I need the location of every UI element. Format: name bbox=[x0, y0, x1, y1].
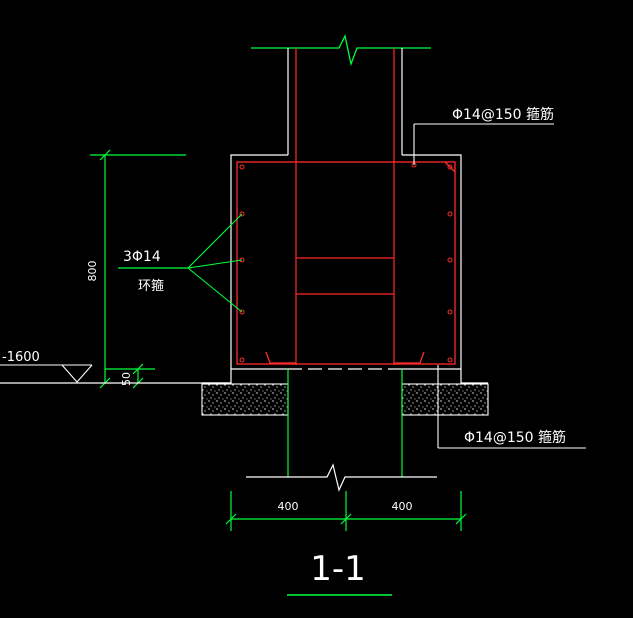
top-rebar-leader: Φ14@150 箍筋 bbox=[413, 106, 554, 165]
footing-outline bbox=[202, 154, 488, 384]
left-width-text: 400 bbox=[278, 500, 299, 513]
height-dimension: 800 50 bbox=[86, 149, 186, 389]
bottom-rebar-leader: Φ14@150 箍筋 bbox=[437, 365, 586, 449]
rebar-dots bbox=[239, 162, 453, 363]
section-title-group: 1-1 bbox=[287, 549, 392, 596]
side-bars-count-text: 3Φ14 bbox=[123, 249, 161, 265]
height-dim-text: 800 bbox=[86, 261, 99, 282]
upper-column bbox=[251, 34, 431, 365]
right-width-text: 400 bbox=[392, 500, 413, 513]
side-bars-leader: 3Φ14 环箍 bbox=[118, 213, 243, 313]
elevation-marker: -1600 bbox=[0, 350, 231, 384]
elevation-text: -1600 bbox=[2, 350, 40, 365]
bottom-rebar-text: Φ14@150 箍筋 bbox=[464, 429, 566, 446]
section-title: 1-1 bbox=[310, 549, 366, 589]
lower-column bbox=[201, 368, 489, 492]
lower-break-line bbox=[246, 463, 437, 492]
offset-dim-text: 50 bbox=[120, 372, 133, 386]
side-bars-type-text: 环箍 bbox=[138, 278, 164, 294]
top-rebar-text: Φ14@150 箍筋 bbox=[452, 106, 554, 123]
upper-break-line bbox=[251, 34, 431, 67]
stirrup bbox=[236, 161, 456, 365]
width-dimension: 400 400 bbox=[225, 491, 467, 531]
